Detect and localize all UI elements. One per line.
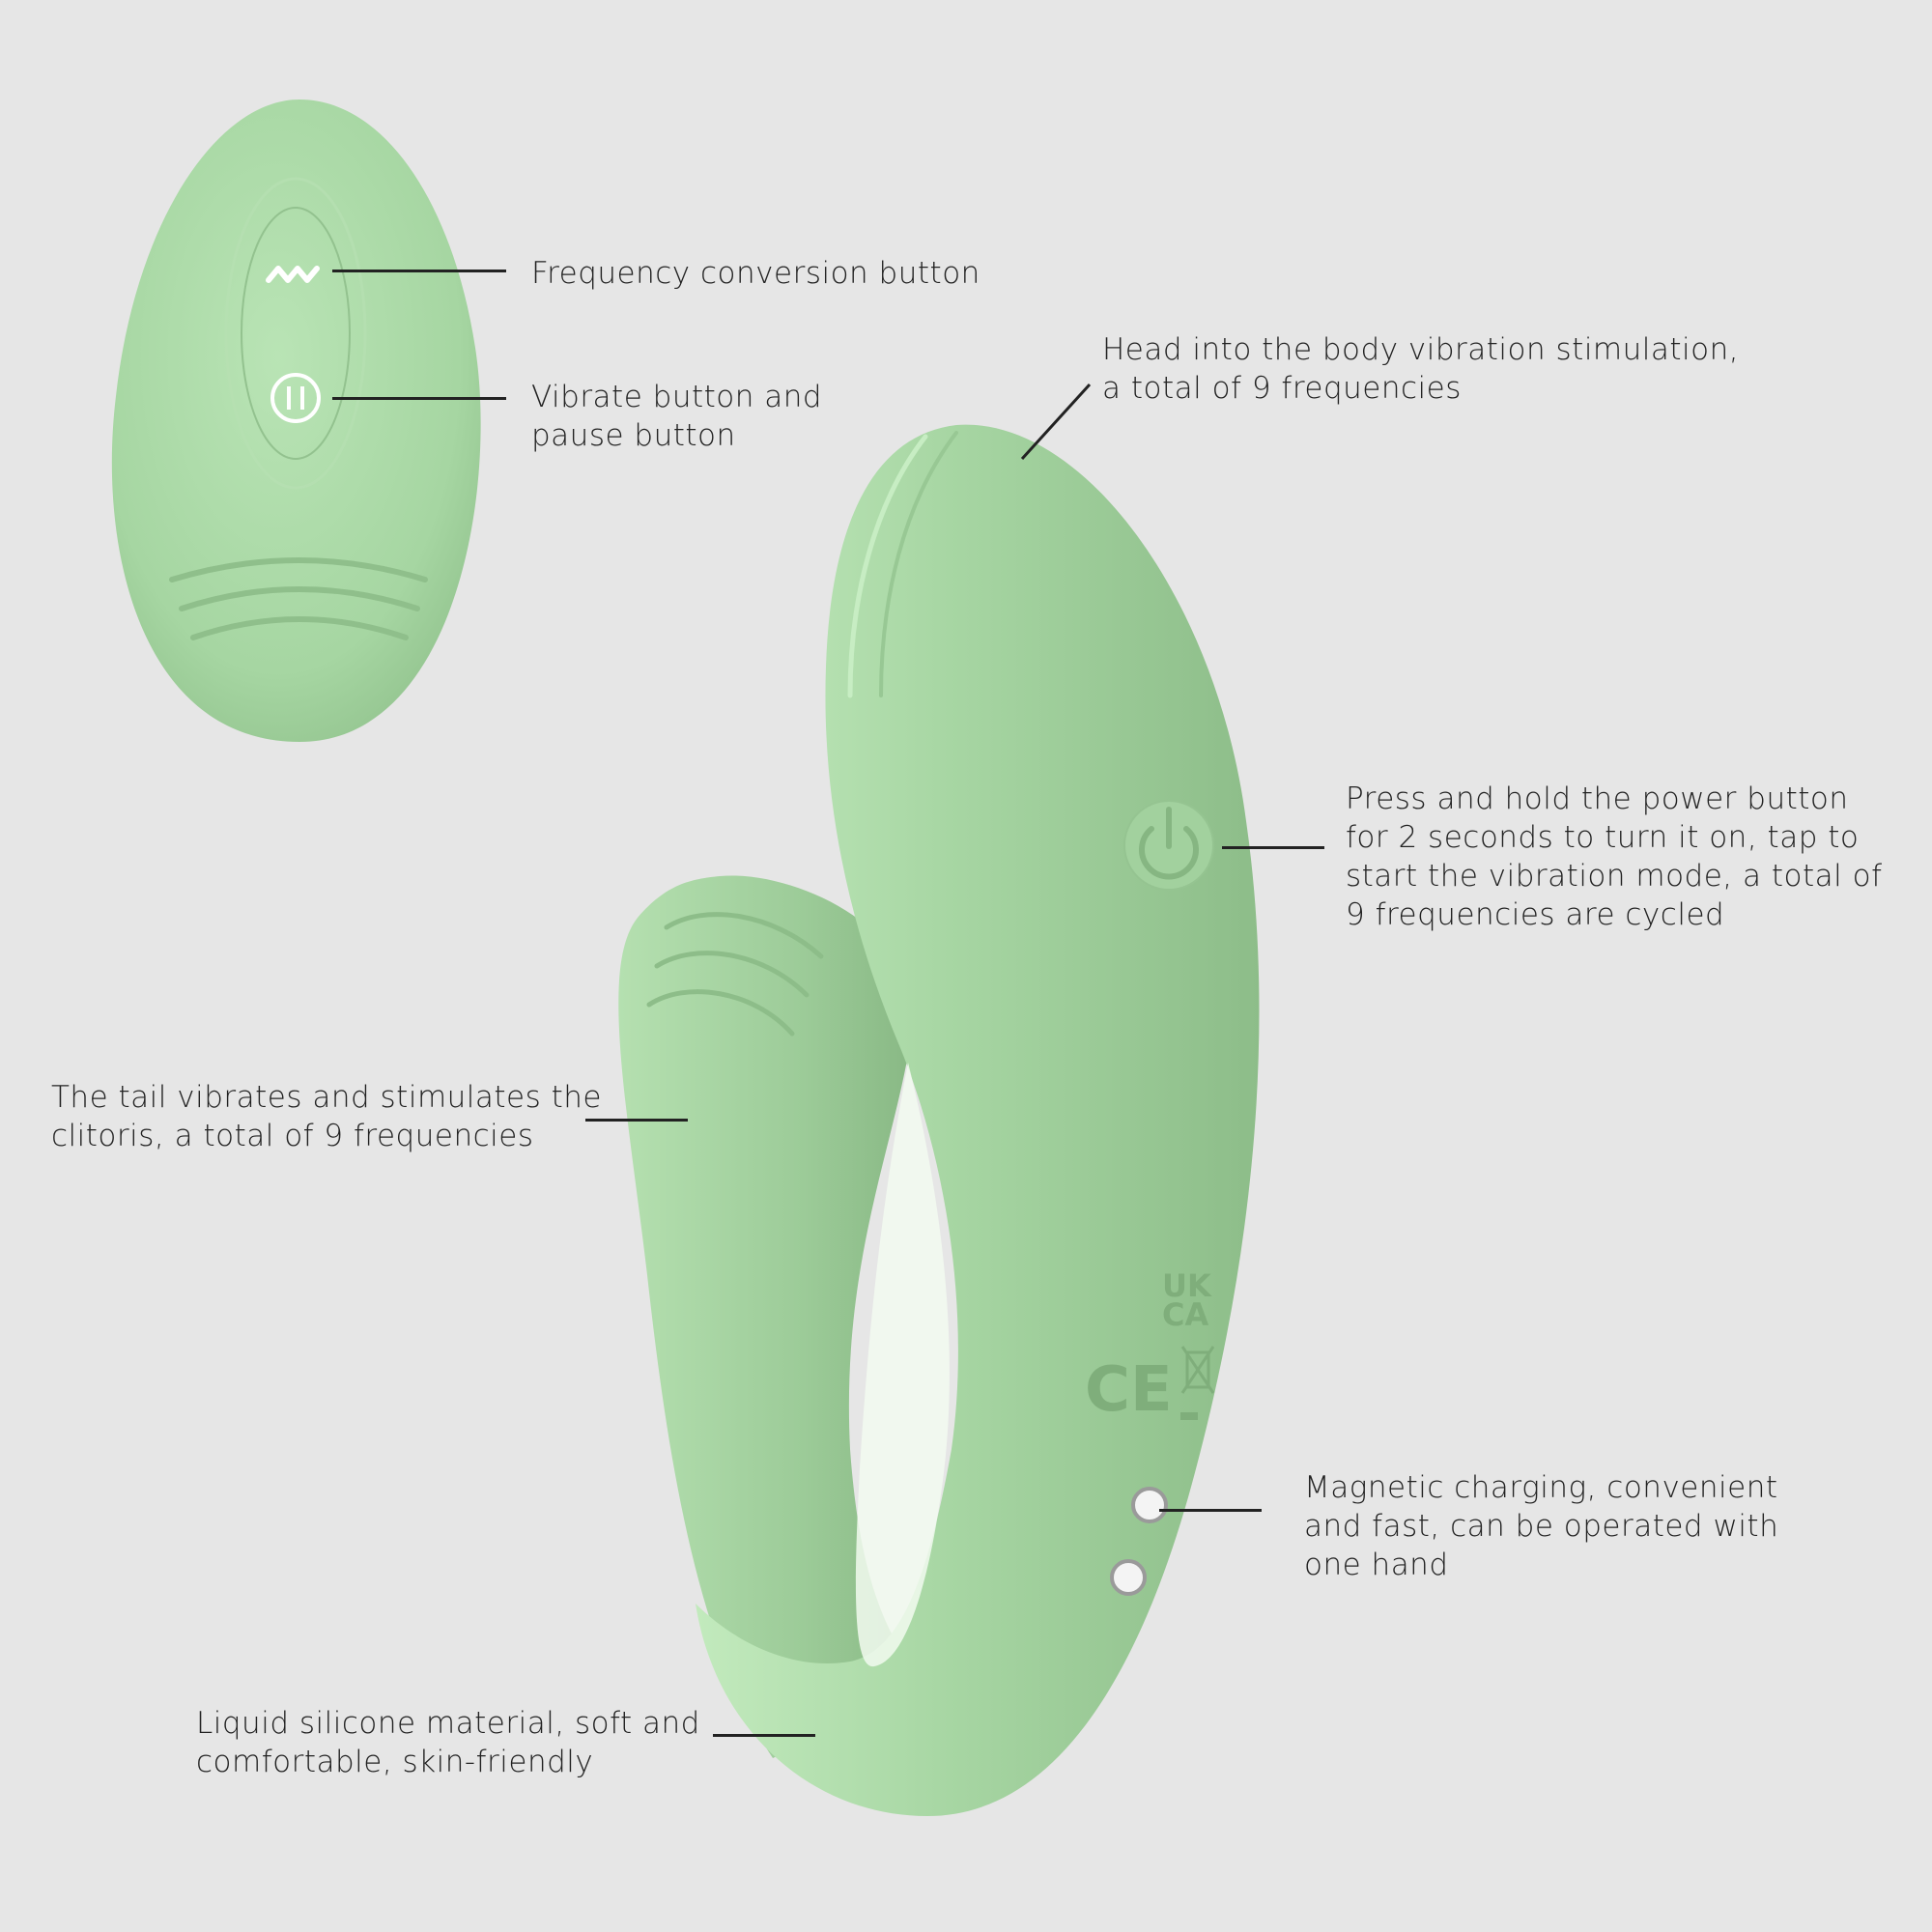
pause-icon[interactable] — [270, 373, 321, 423]
head-callout: Head into the body vibration stimulation… — [1102, 332, 1740, 406]
wave-icon[interactable] — [266, 266, 320, 283]
ukca-mark: UK CA — [1162, 1267, 1212, 1333]
svg-text:CE: CE — [1085, 1354, 1173, 1426]
charging-leader-line — [1159, 1509, 1262, 1512]
head-leader-line — [1020, 383, 1092, 461]
device-inner-gap — [855, 1063, 950, 1667]
charging-contact — [1131, 1487, 1168, 1523]
power-leader-line — [1222, 846, 1324, 849]
remote-ridge — [169, 557, 428, 582]
tail-ridge — [654, 951, 810, 998]
remote-ridge — [179, 586, 420, 611]
tail-ridge — [646, 989, 795, 1037]
power-icon[interactable] — [1123, 800, 1214, 891]
material-leader-line — [713, 1734, 815, 1737]
weee-bin-icon — [1180, 1346, 1215, 1420]
remote-control — [111, 99, 481, 742]
remote-ridge — [190, 616, 409, 640]
device-body — [696, 424, 1260, 1817]
charging-callout: Magnetic charging, convenient and fast, … — [1304, 1470, 1779, 1582]
head-ridge — [879, 431, 958, 697]
tail-ridge — [664, 912, 824, 959]
svg-text:UK: UK — [1162, 1267, 1212, 1304]
main-device: UK CA CE — [618, 424, 1260, 1817]
material-callout: Liquid silicone material, soft and comfo… — [196, 1706, 700, 1779]
remote-panel-ring — [224, 177, 367, 490]
tail-callout: The tail vibrates and stimulates the cli… — [51, 1080, 603, 1153]
device-tail — [618, 875, 927, 1758]
tail-leader-line — [585, 1119, 688, 1122]
head-ridge — [847, 434, 928, 698]
frequency-callout: Frequency conversion button — [531, 256, 980, 291]
svg-text:CA: CA — [1162, 1296, 1208, 1333]
vibrate-callout: Vibrate button and pause button — [531, 380, 823, 453]
frequency-leader-line — [332, 270, 506, 272]
vibrate-leader-line — [332, 397, 506, 400]
charging-contact — [1110, 1559, 1147, 1596]
ce-mark: CE — [1085, 1354, 1173, 1426]
power-callout: Press and hold the power button for 2 se… — [1346, 781, 1883, 932]
remote-button-panel — [241, 207, 351, 460]
